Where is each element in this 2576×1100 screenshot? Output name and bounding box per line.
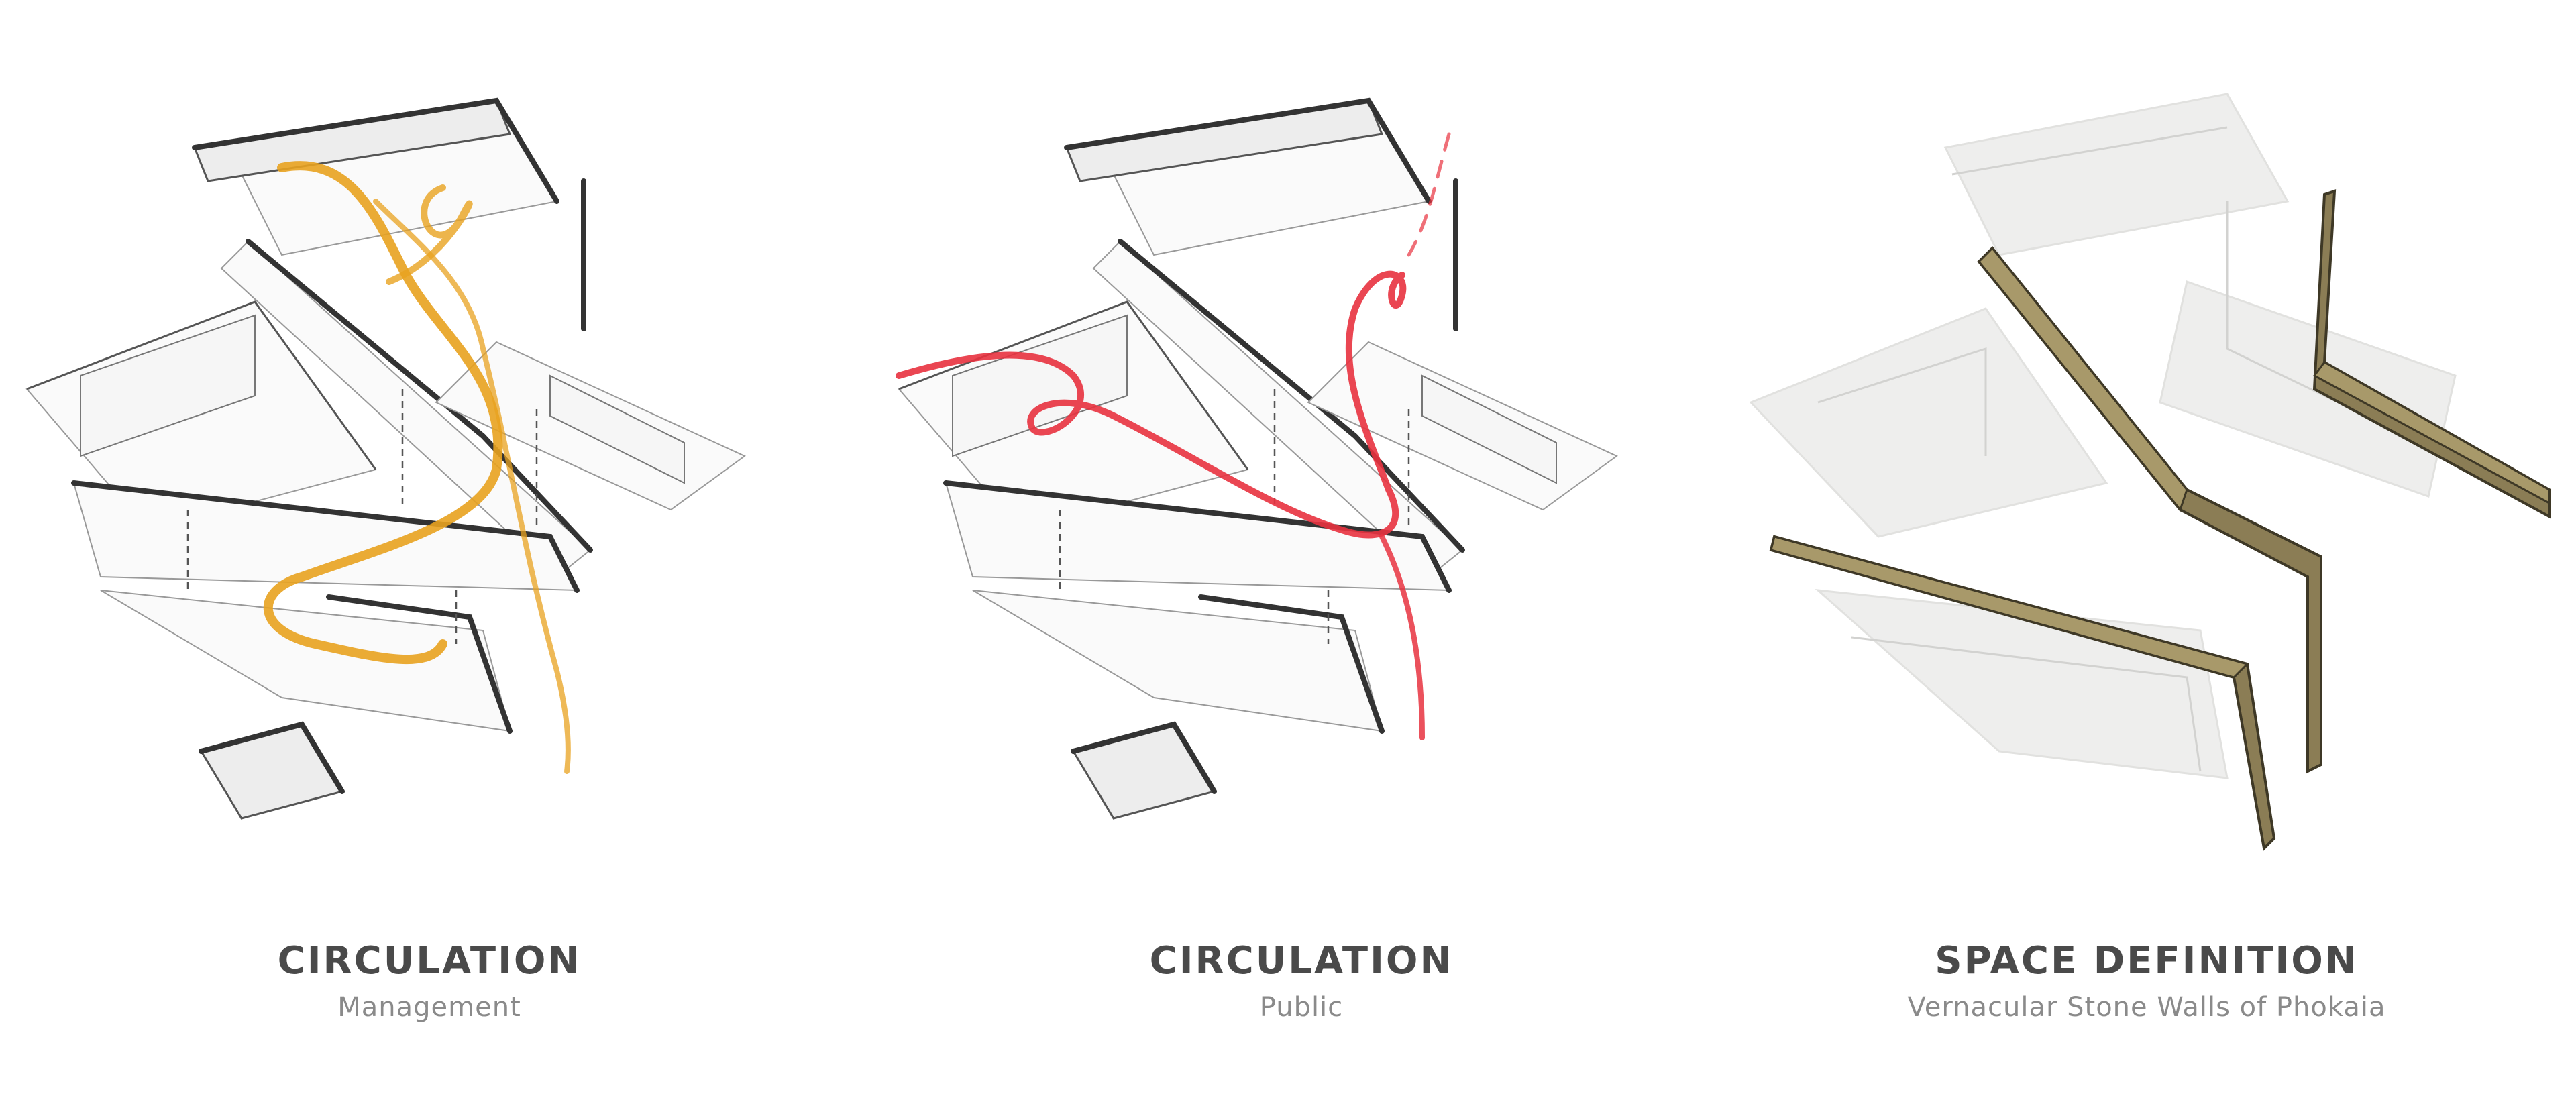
caption-subtitle: Public: [1259, 992, 1344, 1023]
ground-edge: [1198, 594, 1385, 734]
flow-stroke: [386, 184, 473, 285]
right-wing-wall: [1421, 374, 1557, 484]
diagram-panel-space-definition: SPACE DEFINITION Vernacular Stone Walls …: [1717, 0, 2576, 1100]
ghost-right-wing: [2159, 280, 2457, 498]
stone-wall-right-top: [2312, 361, 2551, 505]
left-wing-wall: [80, 314, 256, 457]
flow-stroke: [896, 270, 1407, 539]
left-wing-wall: [952, 314, 1128, 457]
pavilion: [199, 723, 344, 820]
caption-management: CIRCULATION Management: [0, 939, 859, 1023]
ghosted-building: [1749, 93, 2457, 779]
stone-wall-diagonal-top: [1977, 246, 2188, 512]
upper-edge: [192, 97, 559, 204]
axonometric-drawing-public: [896, 97, 1618, 820]
diagram-panel-public: CIRCULATION Public: [872, 0, 1731, 1100]
axonometric-drawing-management: [25, 97, 746, 820]
lower-edge: [943, 480, 1452, 593]
caption-title: CIRCULATION: [1149, 939, 1454, 983]
stone-walls: [1769, 189, 2551, 852]
caption-title: SPACE DEFINITION: [1935, 939, 2359, 983]
left-wing-edge: [26, 300, 377, 470]
ghost-wall-line: [1851, 636, 2202, 772]
corridor-edge: [1118, 239, 1465, 553]
ghost-left-wing: [1749, 307, 2108, 538]
flow-stroke: [373, 199, 571, 774]
right-wing-wall: [549, 374, 685, 484]
flow-stroke-dashed: [1407, 132, 1451, 257]
caption-subtitle: Management: [337, 992, 521, 1023]
ground-edge: [326, 594, 513, 734]
public-circulation-path: [896, 132, 1451, 740]
pavilion-edge: [1071, 721, 1217, 794]
flow-stroke: [1379, 534, 1425, 740]
ghost-wall-line: [1817, 347, 1987, 456]
caption-public: CIRCULATION Public: [872, 939, 1731, 1023]
management-circulation-path: [263, 161, 571, 774]
upper-edge: [1064, 97, 1432, 204]
caption-title: CIRCULATION: [277, 939, 582, 983]
axonometric-drawing-stone-walls: [1749, 93, 2551, 852]
building-axonometric: [898, 97, 1618, 820]
stone-wall-lower-top: [1770, 535, 2249, 679]
pavilion-edge: [199, 721, 345, 794]
pavilion: [1071, 723, 1216, 820]
lower-edge: [71, 480, 580, 593]
flow-stroke: [263, 161, 503, 665]
caption-space-definition: SPACE DEFINITION Vernacular Stone Walls …: [1717, 939, 2576, 1023]
diagram-panel-management: CIRCULATION Management: [0, 0, 859, 1100]
building-axonometric: [25, 97, 746, 820]
corridor-edge: [246, 239, 593, 553]
ghost-wall-line: [1951, 126, 2228, 176]
caption-subtitle: Vernacular Stone Walls of Phokaia: [1907, 992, 2386, 1023]
ghost-upper-slab: [1943, 93, 2290, 256]
